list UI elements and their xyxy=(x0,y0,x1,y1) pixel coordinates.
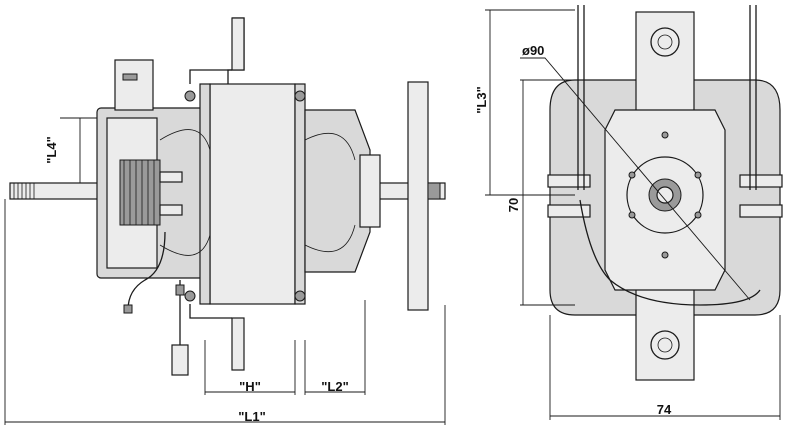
dim-label-l4: "L4" xyxy=(44,136,59,164)
side-view xyxy=(4,17,446,425)
fan-disk xyxy=(407,81,441,311)
dim-label-74: 74 xyxy=(657,402,672,417)
dim-label-diameter: ø90 xyxy=(522,43,544,58)
dim-label-h: "H" xyxy=(239,379,261,394)
front-lead-wires xyxy=(577,5,761,306)
brush-clips xyxy=(159,171,183,216)
commutator-housing xyxy=(96,59,208,279)
dim-label-l1: "L1" xyxy=(238,409,266,424)
side-dimension-lines xyxy=(4,117,446,425)
end-bell xyxy=(159,109,381,273)
dim-label-l3: "L3" xyxy=(474,86,489,114)
stator-core xyxy=(199,83,306,305)
mounting-brackets xyxy=(184,17,306,371)
front-dimension-lines xyxy=(485,9,781,420)
dim-label-l2: "L2" xyxy=(321,379,349,394)
front-brush-clips xyxy=(547,174,783,218)
dim-label-70: 70 xyxy=(506,198,521,212)
lead-wires xyxy=(123,231,189,376)
front-view xyxy=(485,5,783,420)
diameter-leader xyxy=(520,57,751,301)
top-mounting-tab xyxy=(635,11,695,123)
